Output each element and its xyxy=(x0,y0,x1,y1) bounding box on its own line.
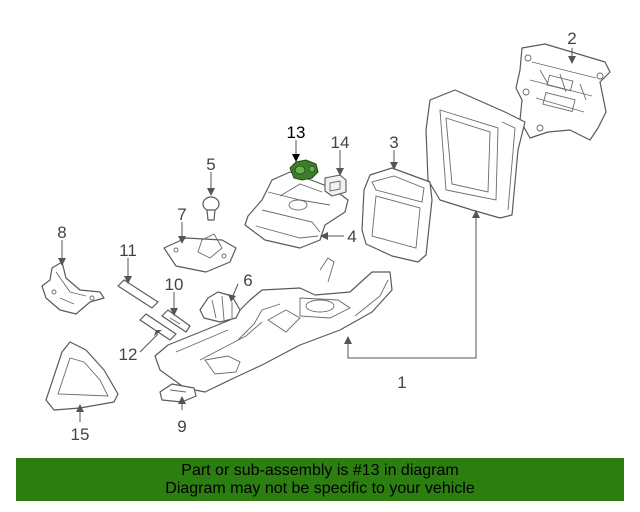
callout-3: 3 xyxy=(389,133,398,152)
banner-line-1: Part or sub-assembly is #13 in diagram xyxy=(181,462,459,479)
callout-1: 1 xyxy=(397,373,406,392)
part-8-side-bracket[interactable] xyxy=(41,261,105,315)
leader-arrowheads xyxy=(58,56,576,412)
part-13-highlighted[interactable] xyxy=(289,159,319,181)
callout-13: 13 xyxy=(287,123,306,142)
callout-2: 2 xyxy=(567,29,576,48)
part-9-switch[interactable] xyxy=(159,383,197,403)
part-7-shift-plate[interactable] xyxy=(163,233,237,273)
callout-12: 12 xyxy=(119,345,138,364)
part-2-bracket[interactable] xyxy=(515,43,611,141)
part-15-side-panel[interactable] xyxy=(45,341,119,411)
callout-15: 15 xyxy=(71,425,90,444)
callout-6: 6 xyxy=(243,271,252,290)
callout-11: 11 xyxy=(119,241,137,260)
part-6-shift-boot[interactable] xyxy=(199,291,241,323)
callout-9: 9 xyxy=(177,417,186,436)
callout-8: 8 xyxy=(57,223,66,242)
info-banner: Part or sub-assembly is #13 in diagram D… xyxy=(16,458,624,501)
part-1-bezel-frame[interactable] xyxy=(425,89,526,219)
callout-5: 5 xyxy=(206,155,215,174)
callout-labels: 1 2 3 4 5 6 7 8 9 10 11 12 13 14 15 xyxy=(57,29,576,444)
part-14-connector[interactable] xyxy=(324,174,347,197)
callout-4: 4 xyxy=(347,227,356,246)
callout-14: 14 xyxy=(331,133,350,152)
part-1-console-body[interactable] xyxy=(154,257,393,393)
callout-10: 10 xyxy=(165,275,184,294)
part-3-trim-plate[interactable] xyxy=(361,167,433,263)
part-5-shift-knob[interactable] xyxy=(202,196,220,221)
part-11-strip[interactable] xyxy=(117,279,159,309)
part-12-strip[interactable] xyxy=(139,313,177,341)
callout-7: 7 xyxy=(177,205,186,224)
part-4-storage-tray[interactable] xyxy=(244,171,349,249)
parts-diagram: 1 2 3 4 5 6 7 8 9 10 11 12 13 14 15 xyxy=(41,29,611,444)
banner-line-2: Diagram may not be specific to your vehi… xyxy=(165,480,475,497)
part-10-trim-strip[interactable] xyxy=(161,309,191,333)
